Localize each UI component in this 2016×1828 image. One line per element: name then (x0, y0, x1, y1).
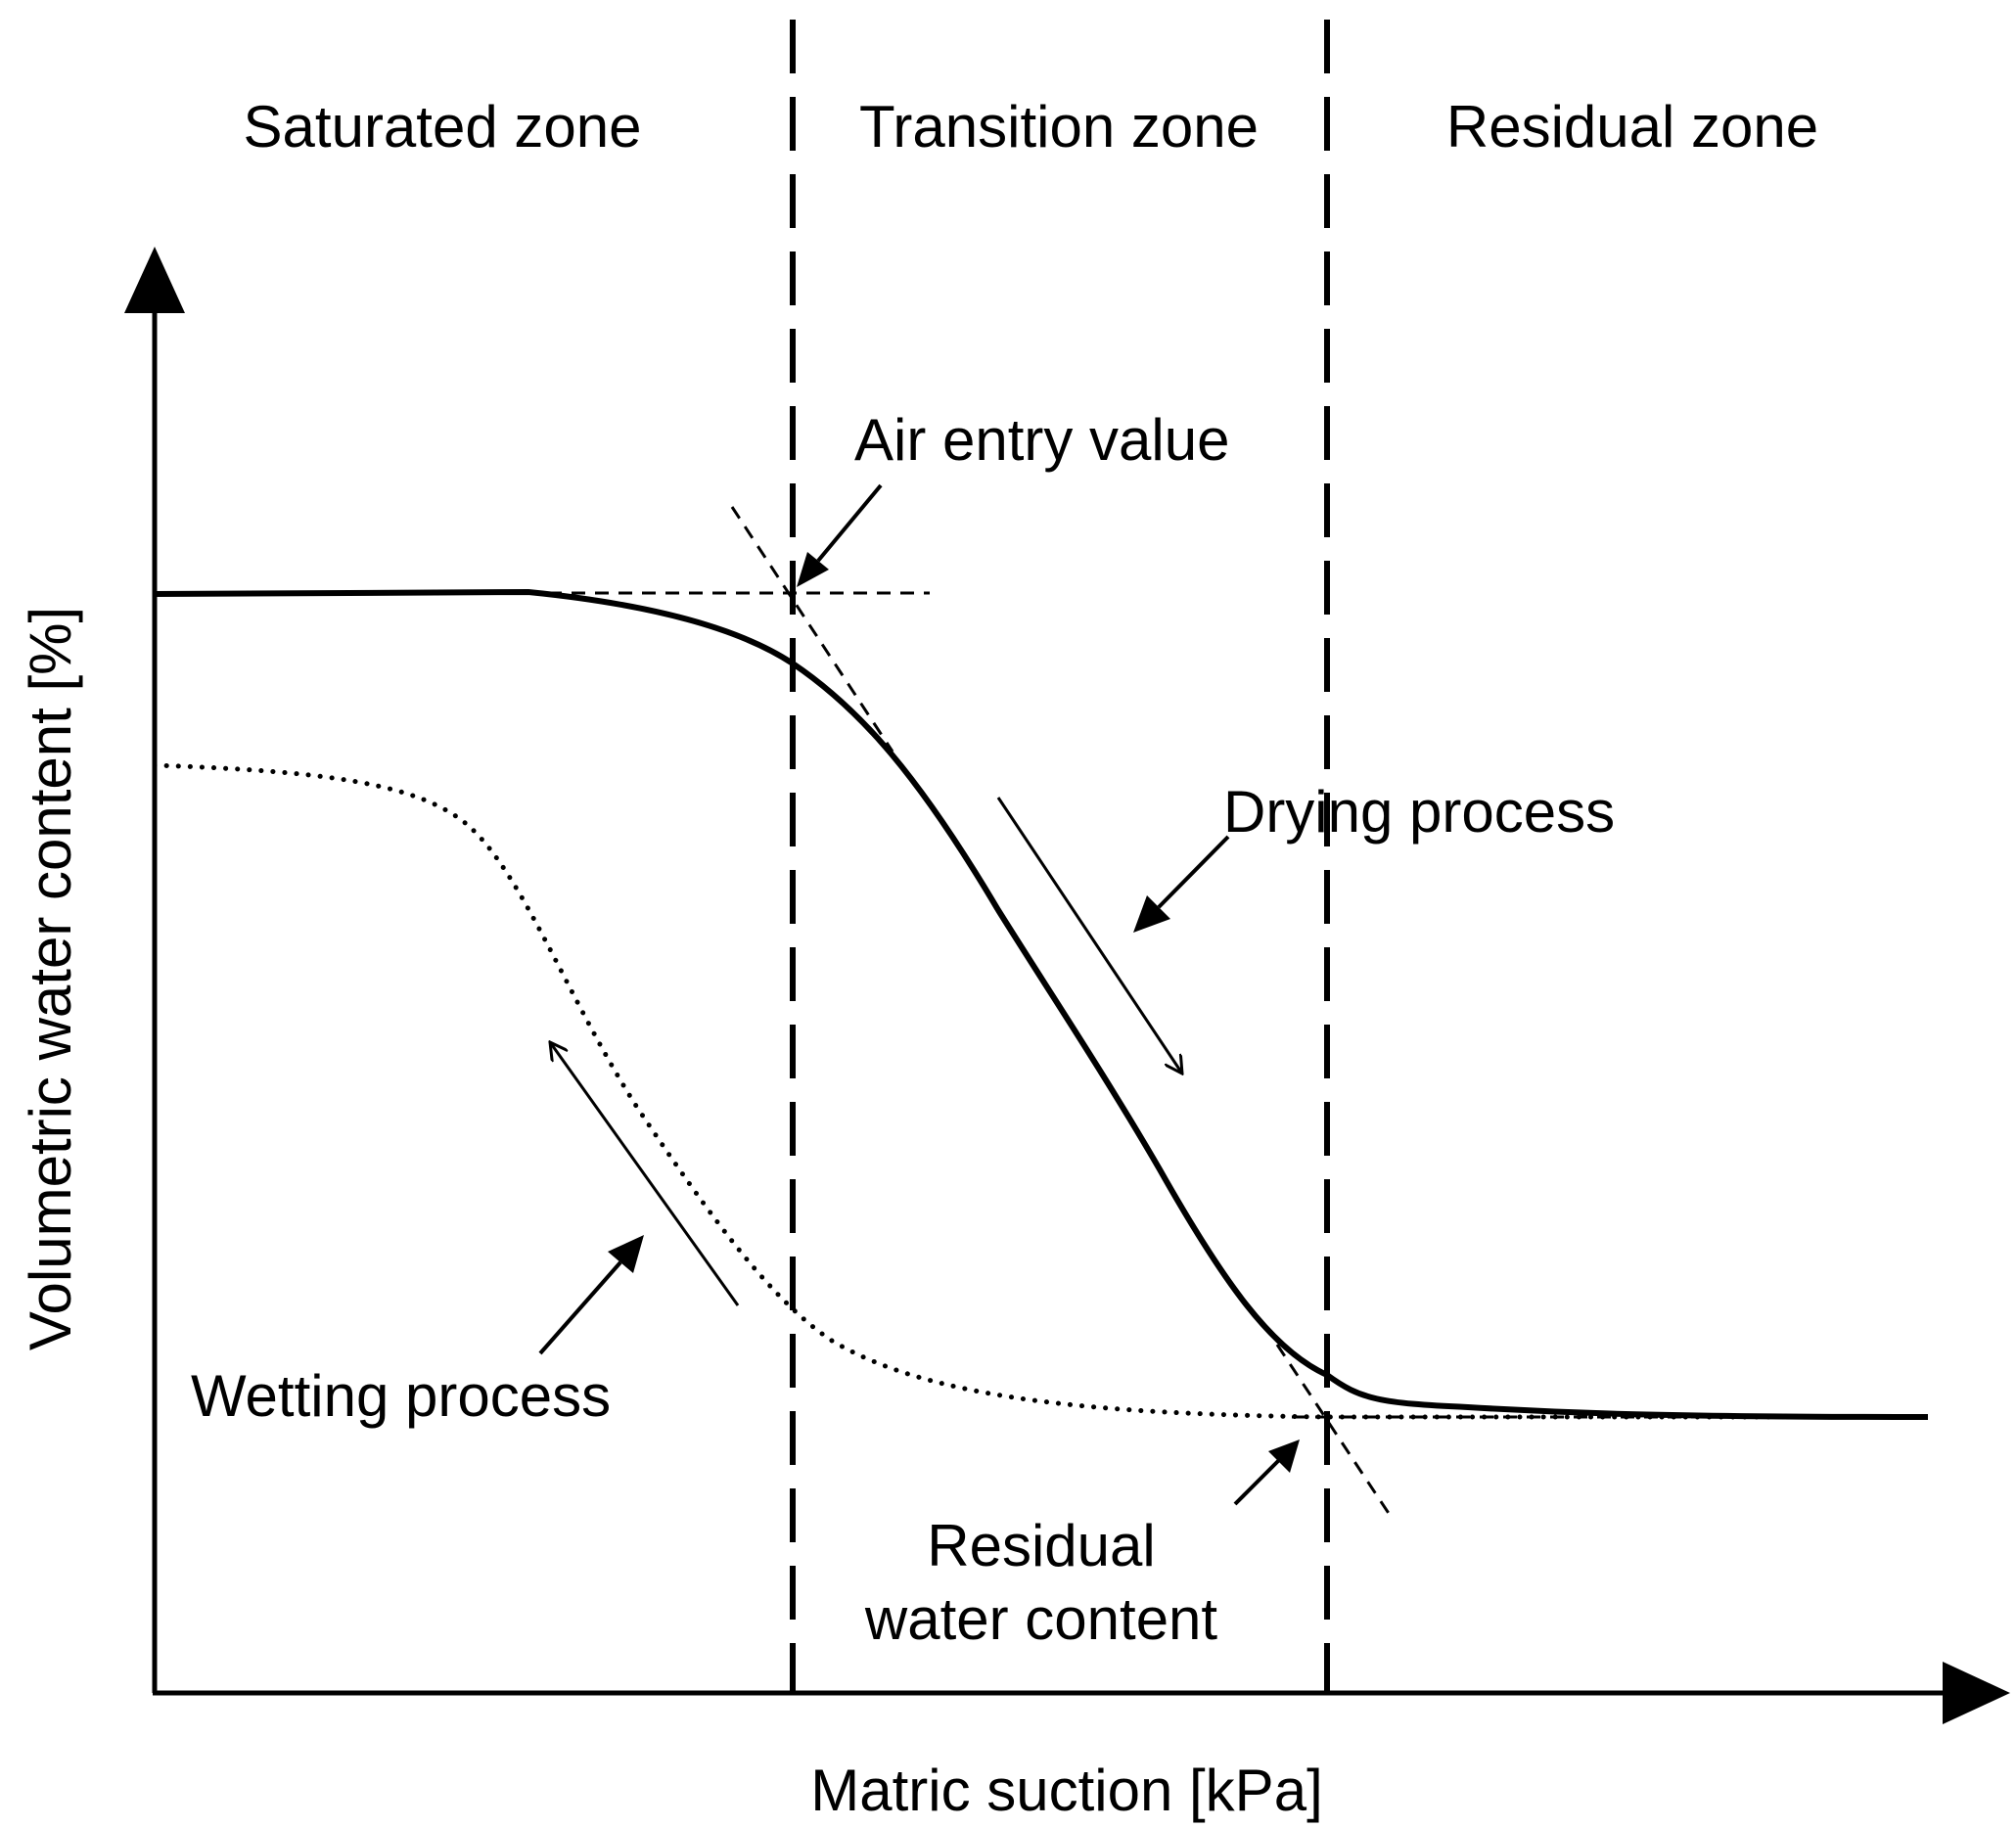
drying-direction-arrow (996, 797, 1182, 1074)
annotation-residual-line2: water content (864, 1586, 1218, 1652)
zone-label-transition: Transition zone (859, 94, 1259, 160)
annotation-residual-line1: Residual (927, 1513, 1155, 1578)
air-entry-pointer-arrow (797, 483, 883, 587)
residual-pointer-arrow (1233, 1440, 1300, 1506)
zone-label-residual: Residual zone (1446, 94, 1818, 160)
air-entry-slope-tangent (730, 506, 894, 753)
wetting-direction-arrow (550, 1042, 740, 1306)
wetting-curve (152, 762, 1774, 1420)
annotation-air-entry: Air entry value (854, 407, 1230, 473)
drying-curve (154, 588, 1929, 1420)
y-axis-label: Volumetric water content [%] (18, 607, 83, 1350)
y-axis (124, 247, 185, 1693)
x-axis-arrowhead (1943, 1662, 2010, 1724)
zone-label-saturated: Saturated zone (244, 94, 642, 160)
annotation-wetting-process: Wetting process (191, 1363, 611, 1429)
wetting-pointer-arrow (538, 1235, 644, 1355)
y-axis-arrowhead (124, 247, 185, 313)
annotation-drying-process: Drying process (1223, 779, 1615, 845)
residual-slope-tangent (1275, 1344, 1392, 1516)
x-axis-label: Matric suction [kPa] (810, 1758, 1323, 1823)
x-axis (153, 1662, 2010, 1724)
drying-pointer-arrow (1133, 835, 1230, 933)
